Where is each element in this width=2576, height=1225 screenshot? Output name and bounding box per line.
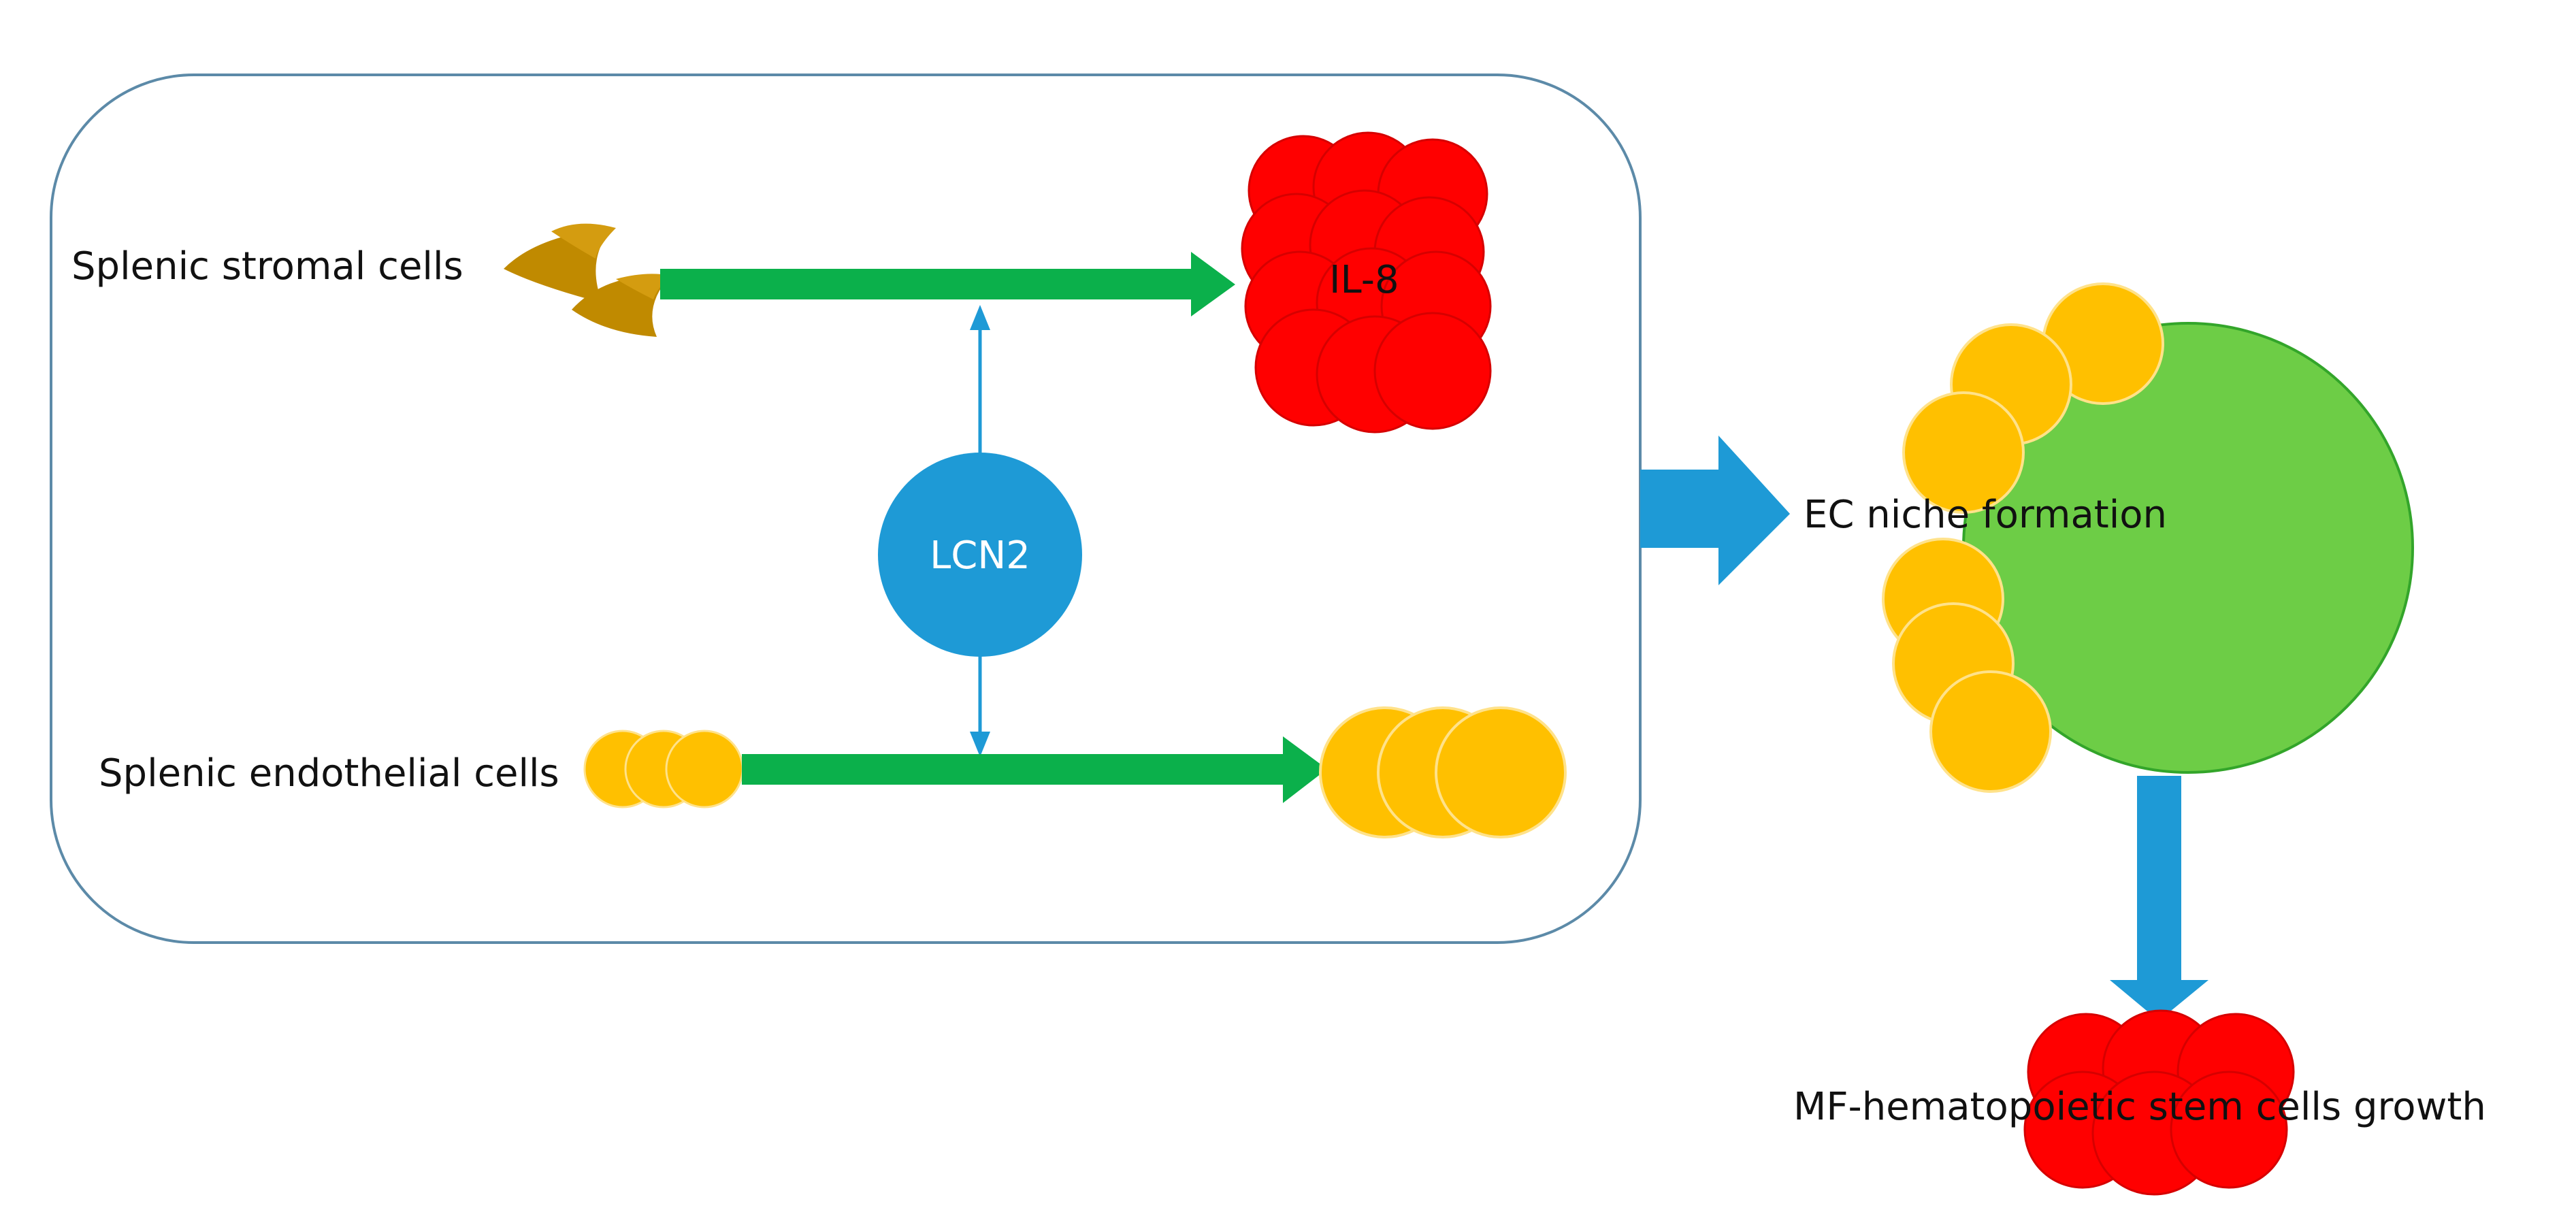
mf-growth-label: MF-hematopoietic stem cells growth xyxy=(1793,1085,2486,1129)
expanded-endothelial-icon xyxy=(1319,706,1567,838)
stromal-to-il8-arrow xyxy=(660,252,1235,316)
ec-niche-label: EC niche formation xyxy=(1804,493,2167,537)
to-niche-arrow xyxy=(1640,436,1790,585)
endothelial-cells-label: Splenic endothelial cells xyxy=(99,751,559,796)
endothelial-cells-icon xyxy=(583,730,744,808)
il8-cluster-icon xyxy=(1241,131,1492,434)
lcn2-label: LCN2 xyxy=(930,534,1030,578)
to-mf-growth-arrow xyxy=(2110,776,2208,1021)
lcn2-node xyxy=(878,453,1082,657)
stromal-cells-label: Splenic stromal cells xyxy=(71,244,463,289)
endothelial-expansion-arrow xyxy=(742,736,1327,803)
mf-cluster-icon xyxy=(2023,1009,2295,1196)
il8-label: IL-8 xyxy=(1329,258,1399,302)
ec-niche-icon xyxy=(1882,282,2414,793)
stromal-cells-icon xyxy=(504,223,670,337)
